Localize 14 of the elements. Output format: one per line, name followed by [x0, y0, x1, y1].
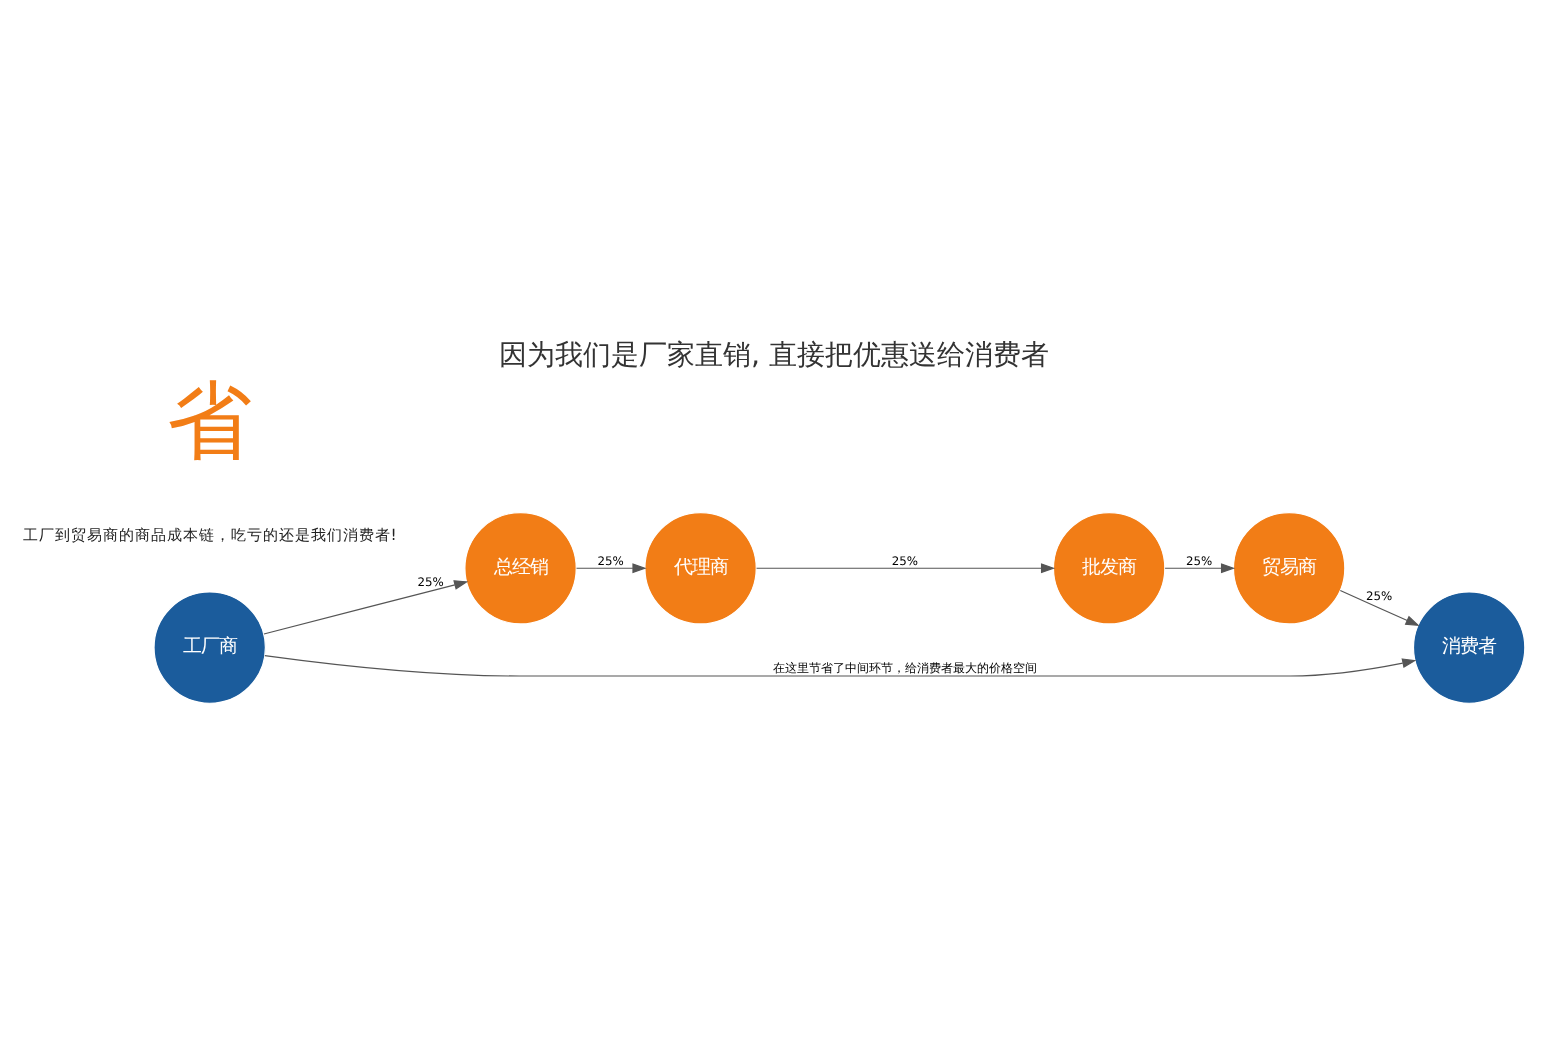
- arrow: [575, 563, 647, 574]
- node-circle: 批发商: [1052, 512, 1166, 625]
- diagram-title: 因为我们是厂家直销, 直接把优惠送给消费者: [498, 340, 1050, 373]
- node-circle: 代理商: [644, 512, 757, 625]
- arrow: [755, 563, 1056, 574]
- arrow: [264, 655, 1417, 677]
- arrow: [263, 580, 469, 635]
- node-circle: 总经销: [464, 512, 577, 625]
- arrow: [1339, 590, 1420, 627]
- label: 省: [166, 371, 253, 472]
- node-circle: 工厂商: [153, 591, 266, 704]
- node-circle: 消费者: [1412, 591, 1526, 704]
- arrow: [1164, 563, 1236, 574]
- node-circle: 贸易商: [1232, 512, 1346, 625]
